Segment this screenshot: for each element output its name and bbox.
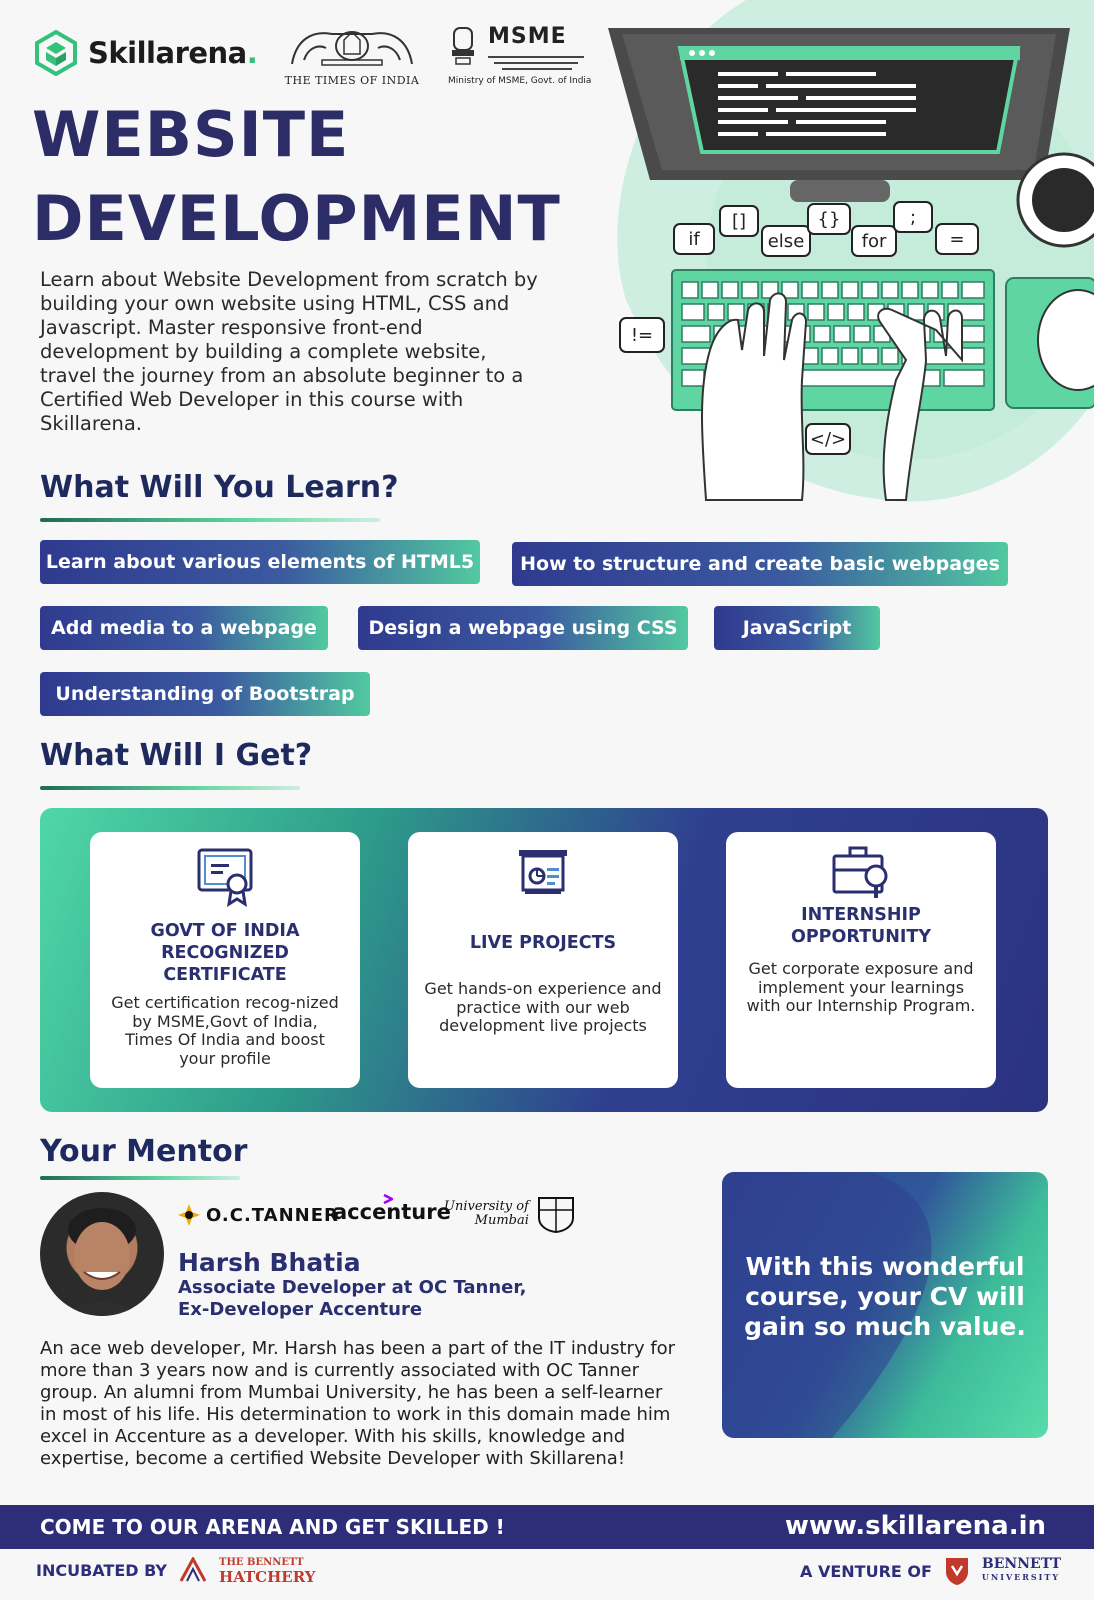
hatchery-line1: THE BENNETT <box>219 1557 304 1568</box>
benefit-card-certificate: GOVT OF INDIA RECOGNIZED CERTIFICATE Get… <box>90 832 360 1088</box>
footer-bar: COME TO OUR ARENA AND GET SKILLED ! www.… <box>0 1505 1094 1549</box>
mumbai-logo-line1: University of <box>444 1199 529 1214</box>
cube-logo-icon <box>35 30 77 76</box>
svg-text:=: = <box>949 229 964 250</box>
skillarena-logo: Skillarena. <box>34 30 258 76</box>
mentor-heading: Your Mentor <box>40 1134 248 1169</box>
times-of-india-logo: THE TIMES OF INDIA <box>282 20 422 87</box>
learn-heading: What Will You Learn? <box>40 470 399 505</box>
topic-chip-javascript: JavaScript <box>714 606 880 650</box>
mouse-illustration <box>1005 277 1094 409</box>
toi-emblem-icon <box>291 30 413 66</box>
value-box-swoosh <box>722 1172 932 1438</box>
page-title-line1: WEBSITE <box>32 98 350 171</box>
bubble-tag: </> <box>805 423 851 455</box>
mentor-bio: An ace web developer, Mr. Harsh has been… <box>40 1338 676 1469</box>
benefit-title-internship: INTERNSHIP OPPORTUNITY <box>790 905 931 947</box>
venture-of: A VENTURE OF BENNETT UNIVERSITY <box>800 1556 1061 1586</box>
get-heading-underline <box>40 786 300 790</box>
msme-subtext-lines <box>488 56 584 70</box>
page-title-line2: DEVELOPMENT <box>32 182 561 255</box>
oc-tanner-wordmark: O.C.TANNER <box>206 1204 339 1226</box>
benefit-card-internship: INTERNSHIP OPPORTUNITY Get corporate exp… <box>726 832 996 1088</box>
bubble-else: else <box>761 225 811 257</box>
hatchery-wordmark: THE BENNETT HATCHERY <box>219 1556 316 1586</box>
hatchery-logo-icon <box>179 1557 207 1582</box>
typing-hands-illustration <box>701 292 963 501</box>
mentor-role-line2: Ex-Developer Accenture <box>178 1299 423 1320</box>
brand-name: Skillarena. <box>88 36 258 70</box>
benefit-text-projects: Get hands-on experience and practice wit… <box>424 979 662 1035</box>
mentor-photo-placeholder <box>60 1208 144 1316</box>
benefit-card-projects: LIVE PROJECTS Get hands-on experience an… <box>408 832 678 1088</box>
mentor-avatar <box>40 1192 164 1316</box>
cv-value-text: With this wonderful course, your CV will… <box>744 1252 1026 1341</box>
topic-chip-structure: How to structure and create basic webpag… <box>512 542 1008 586</box>
bennett-wordmark: BENNETT UNIVERSITY <box>981 1556 1062 1584</box>
bubble-brackets: [] <box>719 205 759 237</box>
svg-text:{}: {} <box>818 209 841 230</box>
presentation-board-icon <box>519 850 567 894</box>
briefcase-search-icon <box>832 846 888 898</box>
bubble-for: for <box>851 225 897 257</box>
svg-text:[]: [] <box>732 211 746 232</box>
benefit-text-certificate: Get certification recog-nized by MSME,Go… <box>111 993 339 1068</box>
bubble-if: if <box>673 223 715 255</box>
intro-paragraph: Learn about Website Development from scr… <box>40 268 538 435</box>
monitor-illustration <box>608 28 1070 202</box>
bennett-shield-icon <box>945 1558 968 1585</box>
get-heading: What Will I Get? <box>40 738 313 773</box>
coffee-cup-illustration <box>1016 152 1094 248</box>
oc-tanner-logo: O.C.TANNER <box>178 1204 339 1226</box>
accenture-logo: accenture <box>333 1194 451 1224</box>
bubble-braces: {} <box>807 203 851 235</box>
benefit-title-projects: LIVE PROJECTS <box>469 933 617 953</box>
footer-website-link[interactable]: www.skillarena.in <box>784 1511 1046 1541</box>
svg-text:!=: != <box>631 325 653 346</box>
university-of-mumbai-logo: University of Mumbai <box>444 1194 577 1234</box>
benefit-title-certificate: GOVT OF INDIA RECOGNIZED CERTIFICATE <box>150 921 300 985</box>
cv-value-box: With this wonderful course, your CV will… <box>722 1172 1048 1438</box>
topic-chip-html5: Learn about various elements of HTML5 <box>40 540 480 584</box>
learn-heading-underline <box>40 518 380 522</box>
mentor-name: Harsh Bhatia <box>178 1248 361 1277</box>
venture-label: A VENTURE OF <box>800 1561 932 1581</box>
coding-illustration: if [] else {} for ; = != </> <box>608 0 1094 502</box>
incubated-by: INCUBATED BY THE BENNETT HATCHERY <box>36 1556 316 1586</box>
footer-tagline: COME TO OUR ARENA AND GET SKILLED ! <box>40 1515 505 1539</box>
toi-label: THE TIMES OF INDIA <box>284 74 420 87</box>
accenture-wordmark: accenture <box>333 1200 451 1224</box>
bennett-line1: BENNETT <box>981 1556 1062 1572</box>
national-emblem-icon <box>452 27 474 65</box>
incubated-label: INCUBATED BY <box>36 1560 168 1580</box>
accenture-chevron-icon <box>383 1194 393 1204</box>
svg-text:</>: </> <box>810 429 846 450</box>
msme-logo: MSME Ministry of MSME, Govt. of India <box>448 24 596 90</box>
university-crest-icon <box>537 1197 574 1234</box>
bubble-equals: = <box>935 223 979 255</box>
mumbai-logo-line2: Mumbai <box>474 1213 529 1228</box>
topic-chip-bootstrap: Understanding of Bootstrap <box>40 672 370 716</box>
msme-caption: Ministry of MSME, Govt. of India <box>448 76 592 86</box>
mentor-role-line1: Associate Developer at OC Tanner, <box>178 1277 527 1298</box>
mentor-heading-underline <box>40 1176 240 1180</box>
benefits-panel: GOVT OF INDIA RECOGNIZED CERTIFICATE Get… <box>40 808 1048 1112</box>
bubble-not-equal: != <box>619 317 665 353</box>
svg-text:;: ; <box>910 207 916 228</box>
svg-text:else: else <box>768 231 805 252</box>
certificate-icon <box>197 848 253 908</box>
bubble-semicolon: ; <box>893 201 933 233</box>
mentor-role: Associate Developer at OC Tanner, Ex-Dev… <box>178 1277 526 1321</box>
msme-wordmark: MSME <box>488 24 567 49</box>
hatchery-line2: HATCHERY <box>219 1568 316 1586</box>
topic-chip-css: Design a webpage using CSS <box>358 606 688 650</box>
oc-tanner-mark-icon <box>178 1204 200 1226</box>
svg-text:for: for <box>862 231 887 252</box>
topic-chip-media: Add media to a webpage <box>40 606 328 650</box>
svg-text:if: if <box>688 229 700 250</box>
benefit-text-internship: Get corporate exposure and implement you… <box>746 959 976 1015</box>
bennett-line2: UNIVERSITY <box>981 1572 1061 1582</box>
